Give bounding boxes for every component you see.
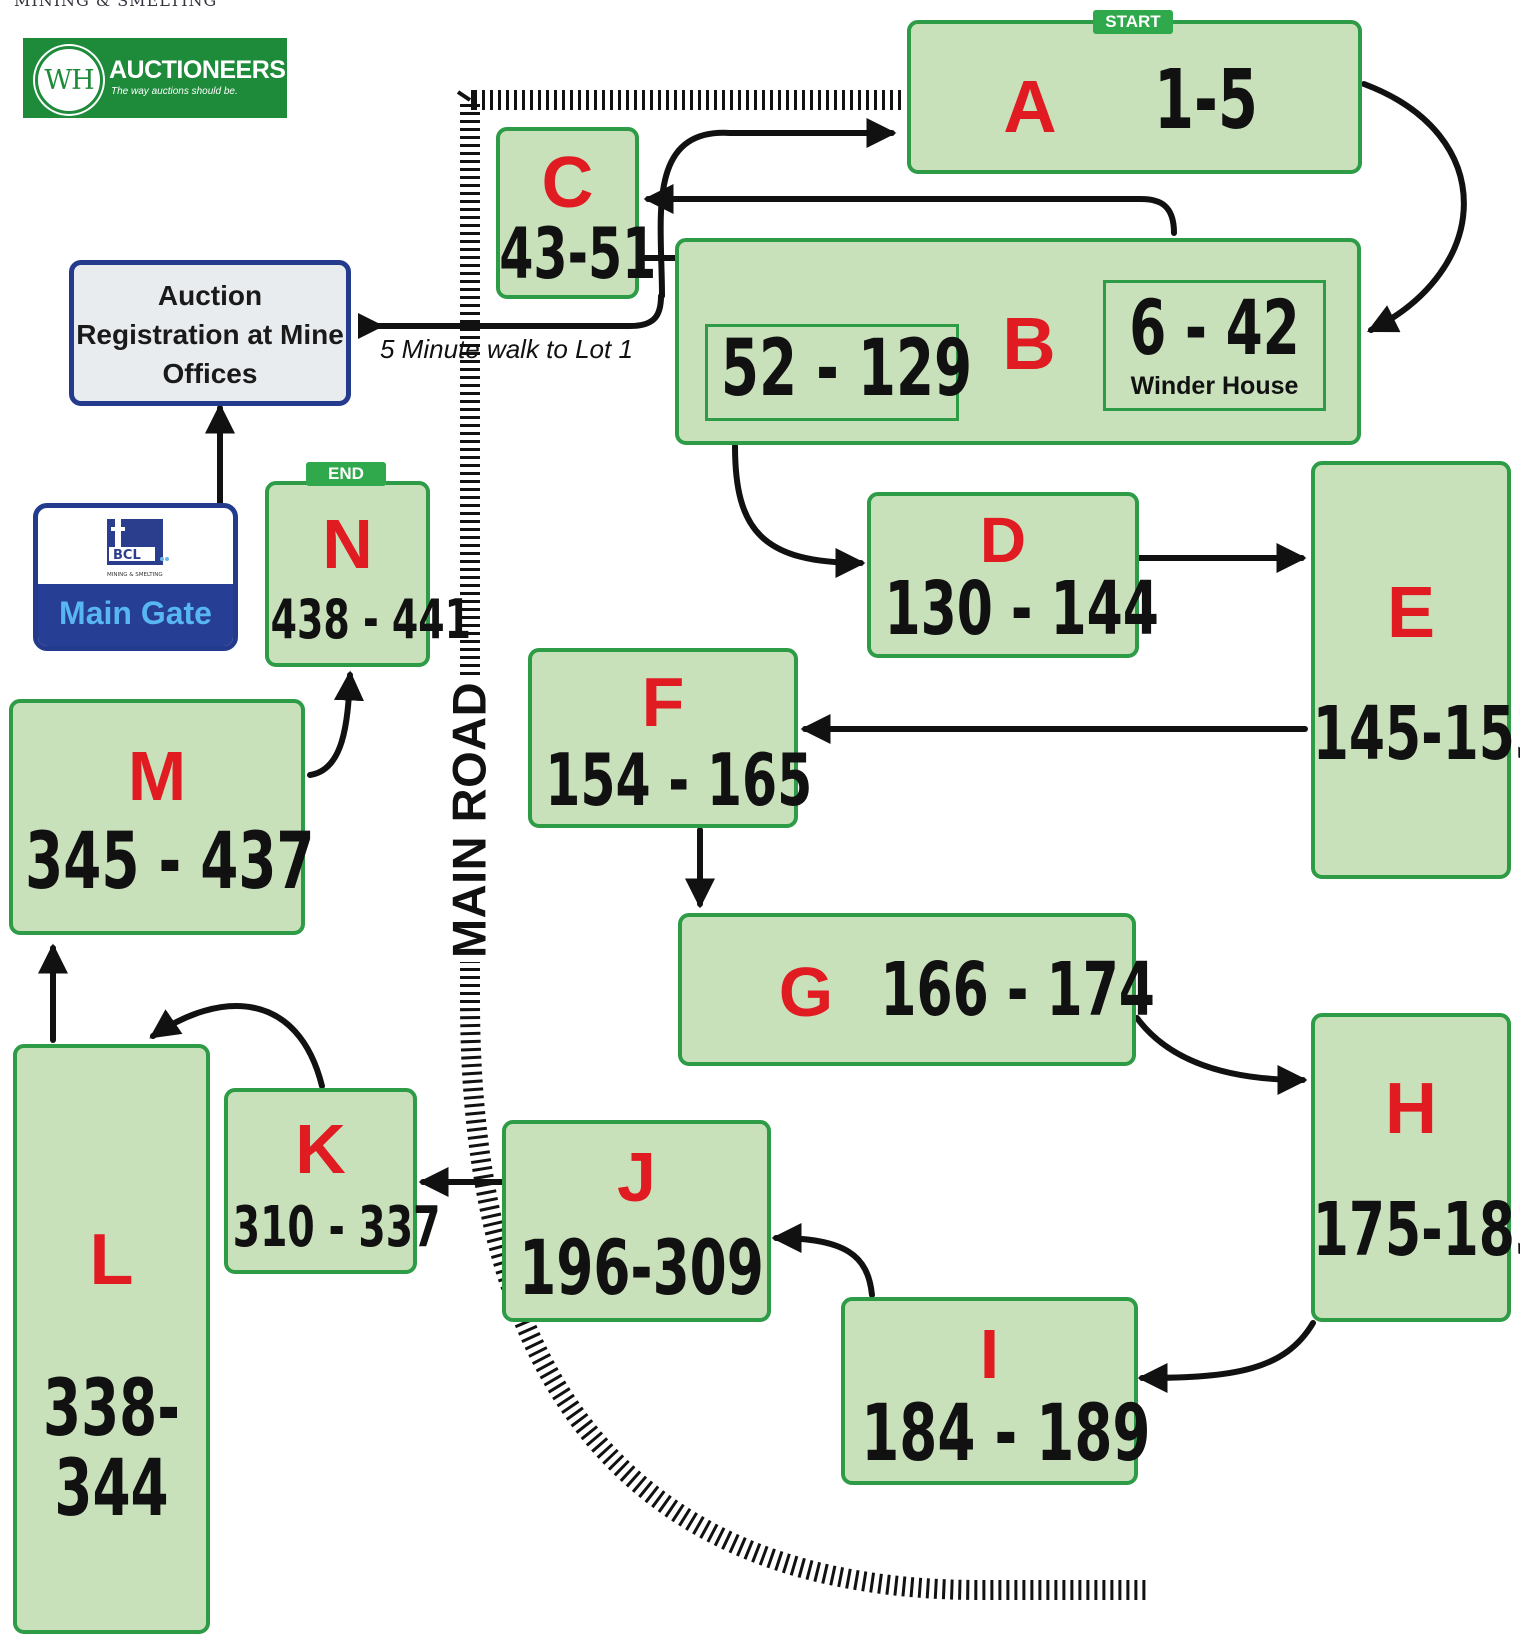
main-gate-label: Main Gate xyxy=(38,584,233,646)
route-arrow-b-to-d xyxy=(732,443,866,578)
lot-f-letter: F xyxy=(641,663,685,741)
wh-auctioneers-logo: WH AUCTIONEERS The way auctions should b… xyxy=(23,38,287,118)
lot-m-letter: M xyxy=(127,737,187,815)
route-arrow-c-to-a xyxy=(657,118,897,299)
route-arrow-b-to-c xyxy=(643,184,1177,236)
lot-h-letter: H xyxy=(1385,1069,1437,1149)
lot-e[interactable]: E 145-153 xyxy=(1311,461,1520,879)
lot-j-range: 196-309 xyxy=(519,1223,764,1312)
lot-l-range-line2: 344 xyxy=(54,1444,169,1534)
lot-d[interactable]: D 130 - 144 xyxy=(867,492,1159,658)
lot-i-range: 184 - 189 xyxy=(861,1389,1151,1479)
lot-l-letter: L xyxy=(89,1220,134,1300)
lot-b-range-sub: 6 - 42 xyxy=(1129,283,1300,372)
lot-f[interactable]: F 154 - 165 xyxy=(528,648,813,828)
lot-a-range: 1-5 xyxy=(1154,53,1258,148)
lot-a[interactable]: A 1-5 xyxy=(907,20,1362,174)
lot-i[interactable]: I 184 - 189 xyxy=(841,1297,1151,1485)
walk-note: 5 Minute walk to Lot 1 xyxy=(380,334,633,364)
route-arrow-k-to-l xyxy=(149,1003,325,1089)
route-arrow-g-to-h xyxy=(1134,1015,1308,1095)
route-arrow-registration-walk xyxy=(363,293,664,329)
lot-j[interactable]: J 196-309 xyxy=(502,1120,771,1322)
lot-i-letter: I xyxy=(979,1315,1000,1393)
lot-b-main-area xyxy=(705,324,959,421)
lot-a-letter: A xyxy=(1003,65,1057,148)
lot-g[interactable]: G 166 - 174 xyxy=(678,913,1155,1066)
lot-j-letter: J xyxy=(617,1138,656,1216)
lot-e-letter: E xyxy=(1386,573,1436,653)
svg-text:BCL: BCL xyxy=(113,548,141,563)
lot-f-range: 154 - 165 xyxy=(545,738,813,822)
start-tag: START xyxy=(1093,10,1173,34)
route-arrow-a-to-b xyxy=(1361,81,1467,333)
lot-d-letter: D xyxy=(979,504,1027,576)
bcl-logo-icon: BCL MINING & SMELTING xyxy=(107,519,169,578)
lot-m-range: 345 - 437 xyxy=(25,817,315,907)
lot-d-range: 130 - 144 xyxy=(884,566,1159,652)
auction-registration-box[interactable]: Auction Registration at Mine Offices xyxy=(69,260,351,406)
lot-b[interactable]: 52 - 129 B 6 - 42 Winder House xyxy=(675,238,1361,445)
lot-g-letter: G xyxy=(778,953,834,1031)
lot-c-letter: C xyxy=(541,143,594,223)
main-gate[interactable]: BCL MINING & SMELTING Main Gate xyxy=(33,503,238,651)
lot-n[interactable]: N 438 - 441 xyxy=(265,481,471,667)
logo-tagline: The way auctions should be. xyxy=(111,86,238,97)
cut-off-header-text: MINING & SMELTING xyxy=(14,0,218,10)
svg-text:MINING & SMELTING: MINING & SMELTING xyxy=(107,572,163,578)
lot-c-range: 43-51 xyxy=(499,213,657,295)
lot-k[interactable]: K 310 - 337 xyxy=(224,1088,441,1274)
lot-h[interactable]: H 175-183 xyxy=(1311,1013,1520,1322)
lot-e-range: 145-153 xyxy=(1312,691,1520,777)
winder-house-label: Winder House xyxy=(1130,372,1299,400)
lot-h-range: 175-183 xyxy=(1312,1187,1520,1273)
main-road-label: MAIN ROAD xyxy=(441,677,497,963)
lot-n-range: 438 - 441 xyxy=(270,588,471,651)
end-tag: END xyxy=(306,462,386,486)
logo-name: AUCTIONEERS xyxy=(109,56,286,84)
lot-m[interactable]: M 345 - 437 xyxy=(9,699,315,935)
lot-b-range-main: 52 - 129 xyxy=(720,324,973,414)
main-road xyxy=(456,90,1150,1600)
route-arrow-h-to-i xyxy=(1137,1320,1316,1393)
lot-c[interactable]: C 43-51 xyxy=(496,127,657,299)
lot-k-letter: K xyxy=(295,1110,346,1188)
winder-house-area xyxy=(1103,280,1326,411)
lot-l[interactable]: L 338- 344 xyxy=(13,1044,210,1634)
wh-monogram: WH xyxy=(35,46,103,114)
route-arrow-m-to-n xyxy=(307,670,364,778)
lot-g-range: 166 - 174 xyxy=(880,947,1155,1033)
lot-l-range-line1: 338- xyxy=(43,1364,180,1454)
route-arrow-i-to-j xyxy=(771,1223,875,1298)
lot-b-letter: B xyxy=(1002,302,1056,385)
lot-k-range: 310 - 337 xyxy=(232,1195,441,1260)
route-arrowhead-to-registration xyxy=(358,313,384,339)
lot-n-letter: N xyxy=(322,505,373,583)
